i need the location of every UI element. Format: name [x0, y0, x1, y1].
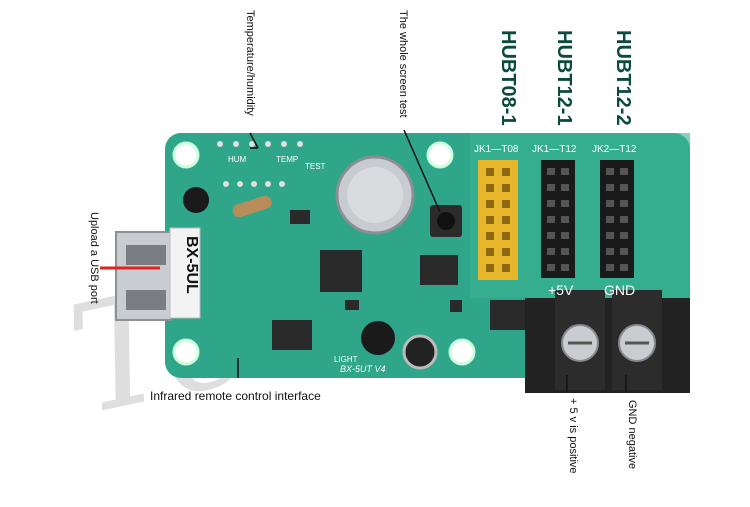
mounting-hole — [172, 141, 200, 169]
silk-test: TEST — [305, 162, 326, 171]
silk-jk1-08: JK1—T08 — [474, 144, 519, 155]
sensor-pins — [217, 141, 303, 147]
mounting-hole — [172, 338, 200, 366]
header-hub12-1 — [541, 160, 575, 278]
capacitor — [402, 334, 438, 370]
usb-label-sticker — [169, 227, 201, 319]
silk-model: BX-5UT V4 — [340, 364, 386, 374]
header-hub08 — [478, 160, 518, 280]
label-temperature-humidity: Temperature/humidity — [244, 10, 256, 116]
heading-hubt12-2: HUBT12-2 — [612, 30, 634, 126]
label-infrared: Infrared remote control interface — [150, 389, 321, 403]
mounting-hole — [448, 338, 476, 366]
label-upload-usb: Upload a USB port — [88, 212, 100, 304]
ic — [420, 255, 458, 285]
ic-main — [320, 250, 362, 292]
ic — [490, 300, 530, 330]
silk-usb-model: BX-5UL — [183, 236, 200, 294]
silk-temp: TEMP — [276, 155, 299, 164]
ic — [272, 320, 312, 350]
capacitor — [183, 187, 209, 213]
silk-light: LIGHT — [334, 355, 358, 364]
label-gnd-negative: GND negative — [626, 400, 638, 470]
pointer-line — [249, 132, 259, 149]
heading-hubt08-1: HUBT08-1 — [497, 30, 519, 126]
mounting-hole — [426, 141, 454, 169]
terminal-block — [525, 298, 690, 393]
silk-5v: +5V — [548, 282, 574, 298]
pointer-line — [403, 129, 441, 213]
capacitor — [361, 321, 395, 355]
label-whole-screen-test: The whole screen test — [397, 10, 409, 118]
silk-hum: HUM — [228, 155, 247, 164]
label-positive: + 5 v is positive — [567, 398, 579, 474]
silk-jk2-12: JK2—T12 — [592, 144, 637, 155]
silk-gnd: GND — [604, 282, 636, 298]
heading-hubt12-1: HUBT12-1 — [553, 30, 575, 126]
header-hub12-2 — [600, 160, 634, 278]
crystal — [232, 195, 272, 218]
silk-jk1-12: JK1—T12 — [532, 144, 577, 155]
